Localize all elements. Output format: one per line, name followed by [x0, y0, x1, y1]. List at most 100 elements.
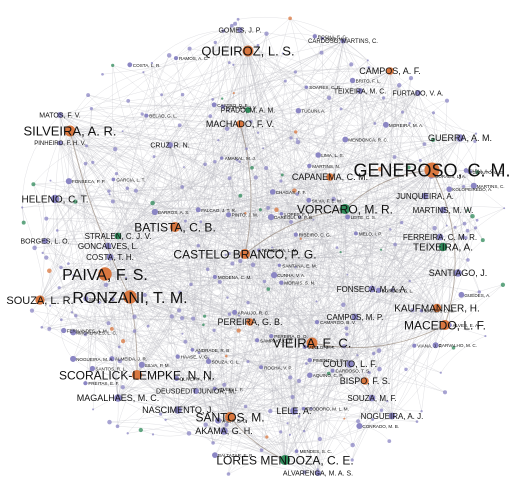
- coauthor-edge: [284, 288, 373, 461]
- author-node: [326, 371, 331, 376]
- coauthor-edge: [177, 227, 476, 411]
- coauthor-edge: [59, 142, 172, 317]
- author-node-souza-m-f: [368, 394, 376, 402]
- author-node: [288, 16, 292, 21]
- author-node: [146, 324, 150, 328]
- author-node: [160, 93, 164, 97]
- coauthor-edge: [198, 352, 262, 368]
- author-node: [237, 314, 241, 317]
- author-label-gomes-j-p: GOMES, J. P.: [218, 28, 261, 35]
- author-node: [480, 238, 485, 243]
- author-node: [257, 248, 261, 252]
- author-node: [243, 404, 248, 409]
- author-node: [295, 139, 301, 145]
- author-label: BALTAZAR, E. P.: [218, 453, 253, 458]
- author-node-castelo-branco-p-g: [239, 248, 251, 260]
- coauthor-edge: [223, 92, 419, 429]
- coauthor-edge: [73, 272, 459, 333]
- coauthor-edge: [424, 195, 483, 241]
- coauthor-edge: [392, 272, 459, 291]
- author-node: [392, 155, 397, 159]
- coauthor-edge: [444, 284, 504, 326]
- coauthor-edge: [49, 50, 249, 329]
- coauthor-edge: [223, 347, 454, 432]
- coauthor-edge: [198, 148, 247, 210]
- author-label-deusdedit-junior-m: DEUSDEDIT JUNIOR, M.: [156, 389, 236, 396]
- author-node: [213, 160, 217, 164]
- coauthor-edge: [213, 442, 319, 474]
- coauthor-edge: [127, 188, 351, 365]
- author-node: [294, 130, 298, 134]
- coauthor-edge: [39, 274, 480, 301]
- coauthor-edge: [213, 265, 280, 331]
- author-node: [412, 343, 417, 348]
- author-node: [249, 119, 253, 124]
- author-node: [326, 95, 332, 100]
- coauthor-edge: [229, 90, 361, 315]
- author-node: [289, 220, 293, 224]
- coauthor-edge: [44, 240, 358, 356]
- coauthor-edge: [161, 94, 246, 255]
- author-node: [446, 186, 453, 193]
- coauthor-edge: [141, 310, 180, 365]
- coauthor-edge: [59, 142, 119, 237]
- coauthor-edge: [260, 176, 331, 368]
- coauthor-edge: [215, 42, 319, 474]
- coauthor-edge: [225, 209, 261, 256]
- author-node: [57, 286, 61, 290]
- author-node: [315, 152, 321, 158]
- coauthor-edge: [284, 316, 356, 461]
- author-node: [279, 280, 284, 285]
- coauthor-edge: [293, 216, 348, 412]
- coauthor-edge: [434, 228, 444, 346]
- author-label-martins-m-w: MARTINS, M. W.: [413, 206, 474, 215]
- author-node: [286, 422, 289, 425]
- coauthor-edge: [140, 429, 190, 437]
- coauthor-edge: [68, 130, 113, 359]
- coauthor-edge: [109, 207, 269, 258]
- coauthor-edge: [195, 85, 400, 392]
- author-node: [473, 226, 478, 230]
- author-node: [381, 96, 386, 100]
- coauthor-edge: [247, 109, 375, 127]
- author-label-capanema-c-m: CAPANEMA, C. M.: [292, 172, 368, 182]
- coauthor-edge: [217, 420, 319, 474]
- author-node: [320, 36, 325, 41]
- author-label-guerra-a-m: GUERRA, A. M.: [428, 133, 492, 143]
- author-node: [262, 147, 265, 150]
- author-node: [256, 131, 260, 134]
- author-node: [222, 382, 227, 387]
- author-node: [224, 422, 229, 427]
- coauthor-edge: [188, 415, 393, 445]
- coauthor-edge: [227, 128, 319, 156]
- coauthor-edge: [198, 193, 298, 246]
- coauthor-edge: [247, 302, 272, 337]
- coauthor-edge: [223, 137, 461, 429]
- author-node: [503, 207, 506, 210]
- coauthor-edge: [289, 18, 441, 238]
- author-node: [72, 274, 75, 277]
- coauthor-edge: [105, 284, 138, 376]
- coauthor-edge: [85, 273, 106, 384]
- author-label-lores-mendoza-c-e: LORES MENDOZA, C. E.: [216, 453, 353, 467]
- coauthor-edge: [129, 296, 138, 376]
- coauthor-edge: [431, 169, 456, 326]
- coauthor-edge: [239, 29, 258, 255]
- author-node: [410, 308, 415, 313]
- author-node-kaufmanner-h: [432, 303, 442, 313]
- coauthor-edge: [401, 185, 474, 223]
- coauthor-edge: [117, 387, 393, 417]
- author-label: ALMEIDA, J. R.: [115, 357, 147, 362]
- author-node: [189, 282, 193, 287]
- coauthor-edge: [88, 92, 419, 112]
- coauthor-edge: [169, 144, 280, 266]
- coauthor-edge: [108, 190, 426, 202]
- coauthor-edge: [261, 40, 344, 451]
- coauthor-edge: [179, 297, 228, 311]
- coauthor-edge: [317, 92, 419, 474]
- coauthor-edge: [214, 388, 288, 424]
- author-node: [330, 368, 335, 373]
- coauthor-edge: [33, 184, 176, 228]
- coauthor-edge: [383, 97, 461, 139]
- coauthor-edge: [226, 272, 459, 357]
